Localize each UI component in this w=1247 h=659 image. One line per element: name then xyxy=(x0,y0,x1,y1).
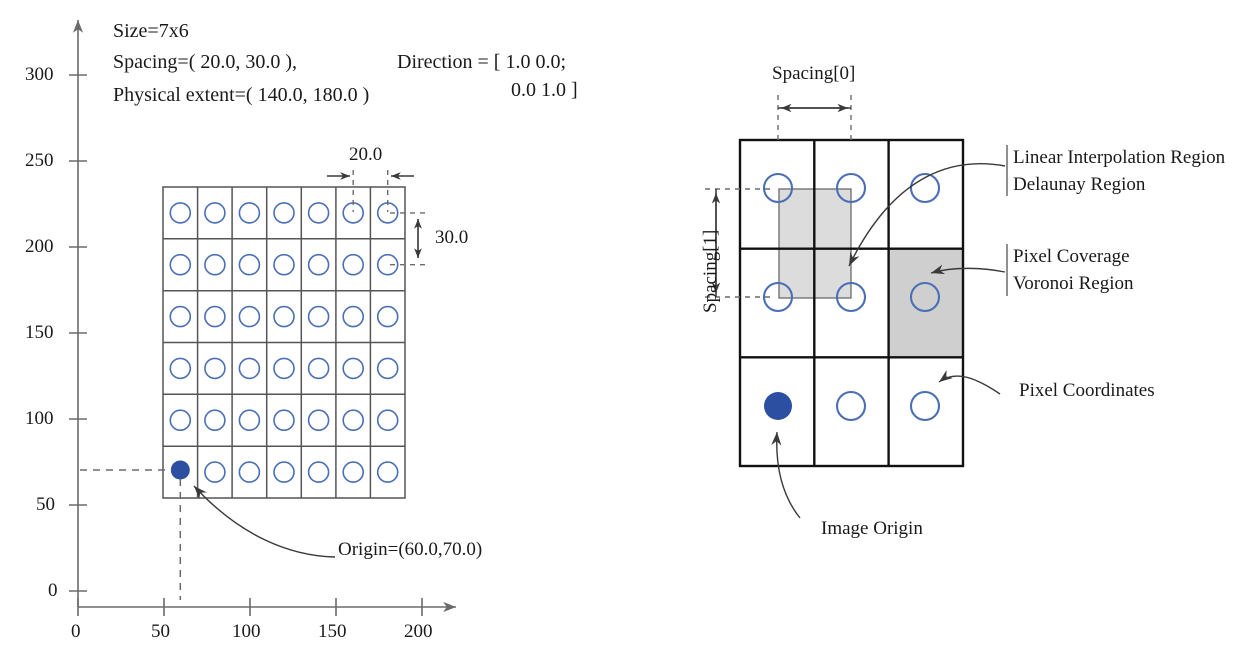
spacing-y-label: 30.0 xyxy=(435,227,469,248)
y-tick-label-0: 0 xyxy=(48,580,58,601)
y-tick-label-50: 50 xyxy=(36,494,55,515)
info-physical-extent: Physical extent=( 140.0, 180.0 ) xyxy=(113,84,370,106)
x-tick-label-100: 100 xyxy=(232,621,261,642)
pixel-coordinates-arrow xyxy=(938,369,1001,395)
delaunay-region-label: Delaunay Region xyxy=(1013,174,1146,195)
voronoi-region xyxy=(888,249,963,357)
pixel-coordinates-label: Pixel Coordinates xyxy=(1019,380,1155,401)
linear-interpolation-region-label: Linear Interpolation Region xyxy=(1013,147,1226,168)
origin-label: Origin=(60.0,70.0) xyxy=(338,539,483,560)
info-size: Size=7x6 xyxy=(113,20,189,42)
y-tick-label-200: 200 xyxy=(25,236,54,257)
y-tick-label-100: 100 xyxy=(25,408,54,429)
spacing-x-label: 20.0 xyxy=(349,144,383,165)
spacing0-dimension xyxy=(777,95,852,140)
info-direction-row2: 0.0 1.0 ] xyxy=(511,79,578,101)
info-spacing: Spacing=( 20.0, 30.0 ), xyxy=(113,51,298,73)
x-axis-ticks xyxy=(77,598,423,616)
spacing0-label: Spacing[0] xyxy=(772,63,856,84)
callout-arrows xyxy=(771,163,1006,519)
y-tick-label-250: 250 xyxy=(25,150,54,171)
y-axis-ticks xyxy=(69,74,87,592)
image-origin-label: Image Origin xyxy=(821,518,923,539)
left-axes xyxy=(69,19,456,616)
right-pixel-centers xyxy=(762,172,941,422)
left-pixel-centers xyxy=(169,202,399,483)
x-tick-label-0: 0 xyxy=(71,621,81,642)
y-tick-label-300: 300 xyxy=(25,64,54,85)
origin-guides xyxy=(80,469,182,600)
y-tick-label-150: 150 xyxy=(25,322,54,343)
voronoi-region-label: Voronoi Region xyxy=(1013,273,1134,294)
x-tick-label-150: 150 xyxy=(318,621,347,642)
spacing1-label: Spacing[1] xyxy=(700,229,721,313)
linear-interpolation-arrow xyxy=(848,163,1006,267)
info-direction-row1: Direction = [ 1.0 0.0; xyxy=(397,51,567,73)
right-origin-dot xyxy=(764,392,792,420)
origin-callout-arrow xyxy=(193,485,336,558)
x-tick-label-200: 200 xyxy=(404,621,433,642)
pixel-coverage-label: Pixel Coverage xyxy=(1013,246,1130,267)
x-tick-label-50: 50 xyxy=(151,621,170,642)
spacing1-dimension xyxy=(705,188,775,298)
left-origin-dot xyxy=(170,460,190,480)
left-pixel-grid xyxy=(162,186,406,499)
spacing-x-dimension xyxy=(327,170,414,212)
image-origin-arrow xyxy=(771,431,801,519)
voronoi-arrow xyxy=(930,264,1006,275)
spacing-y-dimension xyxy=(390,212,428,266)
